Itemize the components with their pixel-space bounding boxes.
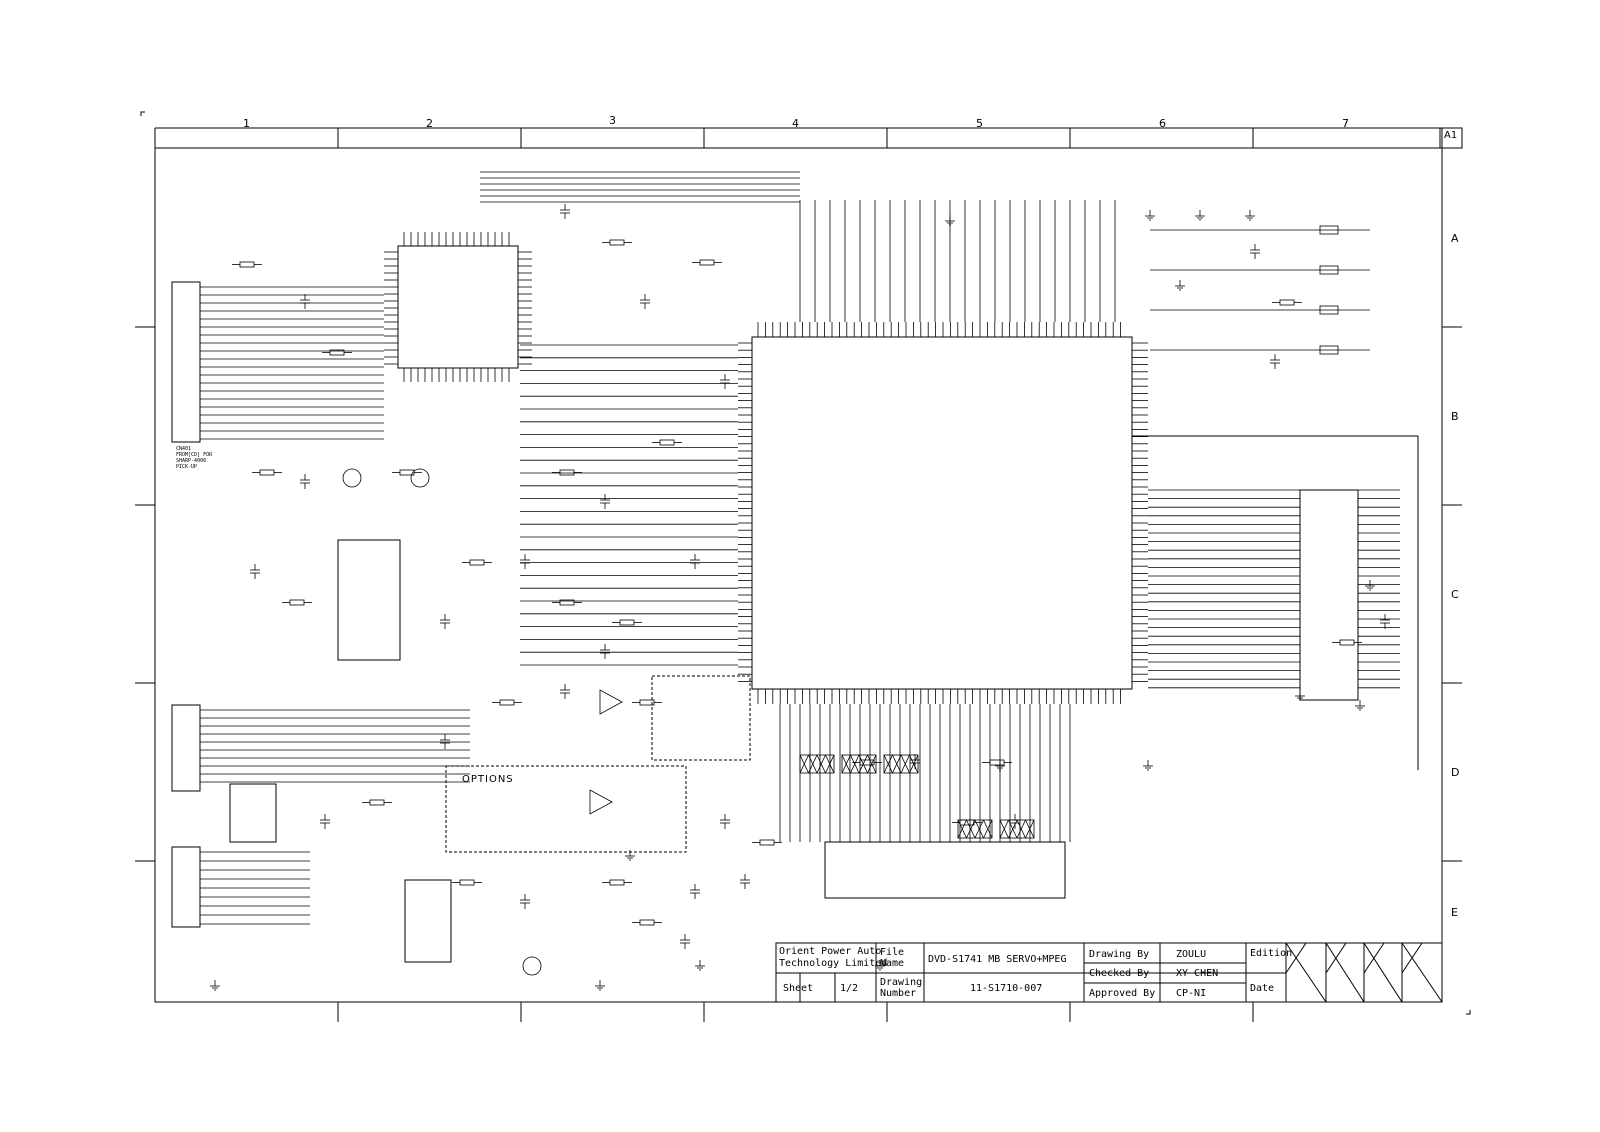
file-name-value: DVD-S1741 MB SERVO+MPEG [928,954,1067,965]
column-number: 7 [1342,117,1349,130]
column-number: 1 [243,117,250,130]
front-connector [171,846,201,928]
motor-driver-ic [337,539,401,661]
row-letter: B [1451,410,1459,423]
flash-ic [1299,489,1359,701]
vfd-connector-ic [229,783,277,843]
servo-dsp-ic [397,245,519,369]
sheet-value: 1/2 [840,983,859,994]
option-subbox [651,675,751,761]
options-label: OPTIONS [462,774,514,785]
loader-connector [171,704,201,792]
file-name-label: File Name [880,947,905,969]
mpeg-decoder-ic [751,336,1133,690]
column-number: 4 [792,117,799,130]
edition-label: Edition [1250,948,1293,959]
date-label: Date [1250,983,1275,994]
approved-by-label: Approved By [1089,988,1156,999]
front-panel-mcu [404,879,452,963]
row-letter: D [1451,766,1460,779]
pickup-connector-label: CN401 FROM[CD] FOR SHARP-4006 PICK-UP [176,446,213,470]
drawing-number-value: 11-S1710-007 [970,983,1043,994]
company-name-line1: Orient Power Auto [779,946,882,957]
column-number: 6 [1159,117,1166,130]
column-number: 5 [976,117,983,130]
sdram-ic [824,841,1066,899]
company-name-line2: Technology Limited [779,958,888,969]
outer-frame [154,147,1443,1003]
row-letter: E [1451,906,1458,919]
column-number: 2 [426,117,433,130]
approved-by-value: CP-NI [1176,988,1207,999]
drawing-by-value: ZOULU [1176,949,1207,960]
drawing-by-label: Drawing By [1089,949,1150,960]
checked-by-value: XY-CHEN [1176,968,1219,979]
pickup-connector [171,281,201,443]
row-letter: A [1451,232,1459,245]
drawing-number-label: Drawing Number [880,977,923,999]
sheet-size-tag: A1 [1444,130,1458,141]
checked-by-label: Checked By [1089,968,1150,979]
sheet-label: Sheet [783,983,814,994]
column-number: 3 [609,114,616,127]
options-box [445,765,687,853]
row-letter: C [1451,588,1459,601]
